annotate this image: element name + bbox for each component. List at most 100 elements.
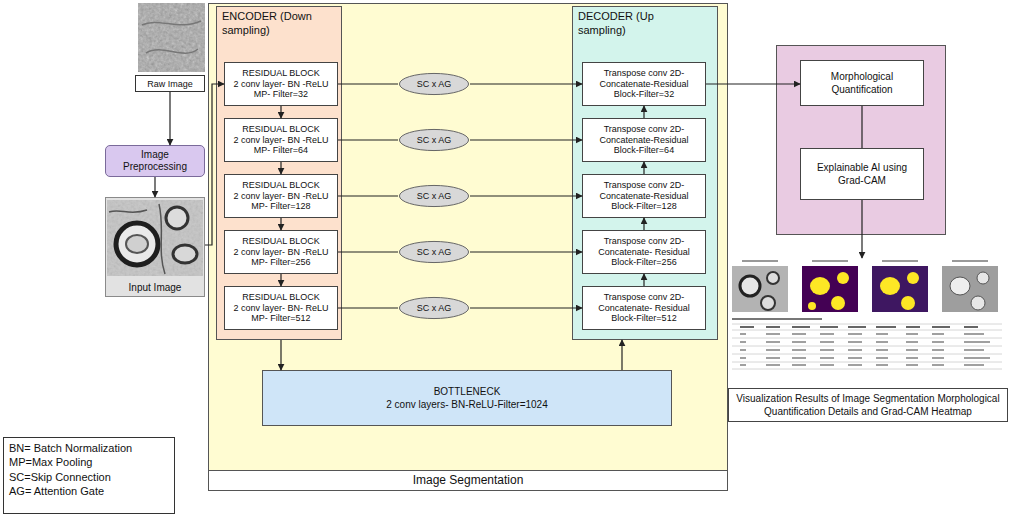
residual-block: RESIDUAL BLOCK2 conv layer- BN- ReLUMP- …	[224, 286, 338, 330]
node-subtext: MP- Filter=64	[254, 145, 308, 156]
residual-block: RESIDUAL BLOCK2 conv layer- BN -ReLUMP- …	[224, 118, 338, 162]
node-text: RESIDUAL BLOCK	[242, 292, 320, 303]
mitochondrion	[166, 207, 188, 229]
node-text: ENCODER (Down sampling)	[222, 10, 336, 38]
image-ground	[107, 200, 203, 276]
attention-gate: SC x AG	[398, 184, 470, 208]
node-text: SC x AG	[417, 135, 452, 145]
process-box: Explainable AI using Grad-CAM	[800, 148, 924, 200]
connector-arrow	[643, 274, 644, 286]
node-subtext: 2 conv layer- BN -ReLU	[233, 135, 328, 146]
connector-arrow	[470, 83, 582, 84]
image-ground	[138, 3, 205, 72]
connector-arrow	[338, 83, 398, 84]
image-panel: Input Image	[105, 197, 205, 297]
residual-block: RESIDUAL BLOCK2 conv layer- BN -ReLUMP- …	[224, 230, 338, 274]
node-text: RESIDUAL BLOCK	[242, 68, 320, 79]
image-label: Raw Image	[135, 75, 205, 92]
ellipse-shape	[399, 185, 468, 206]
node-text: Input Image	[129, 282, 182, 293]
node-subtext: AG= Attention Gate	[9, 484, 169, 498]
results-panel: Visualization Results of Image Segmentat…	[728, 258, 1008, 422]
bottleneck-box: BOTTLENECK2 conv layers- BN-ReLU-Filter=…	[262, 370, 672, 426]
mitochondrion	[116, 223, 158, 265]
connector-arrow	[643, 162, 644, 174]
node-subtext: MP=Max Pooling	[9, 455, 169, 469]
raw-image	[138, 3, 205, 72]
mask-image	[802, 266, 858, 312]
node-text: RESIDUAL BLOCK	[242, 236, 320, 247]
connector-arrow	[154, 177, 155, 197]
attention-gate: SC x AG	[398, 296, 470, 320]
results-illustration	[728, 258, 1006, 370]
node-text: Explainable AI using Grad-CAM	[805, 161, 919, 187]
node-text: Transpose conv 2D- Concatenate- Residual…	[588, 236, 700, 268]
results-table	[732, 318, 1002, 369]
connector-arrow	[470, 307, 582, 308]
connector-arrow	[338, 307, 398, 308]
node-text: Image Preprocessing	[110, 149, 200, 174]
connector-arrow	[169, 92, 170, 145]
node-text: Transpose conv 2D- Concatenate-Residual …	[588, 68, 700, 100]
ellipse-shape	[399, 297, 468, 318]
process-box: Image Preprocessing	[105, 145, 205, 177]
node-text: RESIDUAL BLOCK	[242, 180, 320, 191]
connector-arrow	[643, 106, 644, 118]
attention-gate: SC x AG	[398, 128, 470, 152]
connector-arrow	[643, 218, 644, 230]
ellipse-shape	[399, 241, 468, 262]
mitochondrion-core	[126, 235, 148, 253]
node-text: RESIDUAL BLOCK	[242, 124, 320, 135]
connector-arrow	[706, 83, 800, 84]
connector-arrow	[338, 195, 398, 196]
connector-arrow	[470, 139, 582, 140]
connector-arrow	[280, 274, 281, 286]
connector-arrow	[205, 84, 224, 245]
node-subtext: 2 conv layer- BN -ReLU	[233, 247, 328, 258]
decoder-block: Transpose conv 2D- Concatenate-Residual …	[582, 62, 706, 106]
node-text: SC x AG	[417, 191, 452, 201]
ellipse-shape	[399, 129, 468, 150]
encoder-panel: ENCODER (Down sampling)RESIDUAL BLOCK2 c…	[216, 6, 342, 340]
node-text: SC x AG	[417, 303, 452, 313]
connector-arrow	[280, 162, 281, 174]
membrane	[109, 204, 165, 274]
node-subtext: MP- Filter=256	[251, 257, 310, 268]
gradcam-image	[942, 266, 998, 312]
em-image	[732, 266, 788, 312]
attention-gate: SC x AG	[398, 72, 470, 96]
connector-arrow	[621, 340, 622, 370]
node-text: DECODER (Up sampling)	[578, 10, 696, 38]
node-text: Visualization Results of Image Segmentat…	[728, 388, 1008, 422]
node-subtext: MP- Filter=32	[254, 89, 308, 100]
node-text: SC x AG	[417, 247, 452, 257]
decoder-block: Transpose conv 2D- Concatenate- Residual…	[582, 286, 706, 330]
prediction-image	[872, 266, 928, 312]
input-image	[107, 200, 203, 276]
connector-arrow	[861, 200, 862, 258]
node-text: Image Segmentation	[209, 470, 727, 490]
residual-block: RESIDUAL BLOCK2 conv layer- BN -ReLUMP- …	[224, 174, 338, 218]
connector-arrow	[338, 139, 398, 140]
decoder-block: Transpose conv 2D- Concatenate-Residual …	[582, 118, 706, 162]
node-subtext: MP- Filter=128	[251, 201, 310, 212]
legend-box: BN= Batch NormalizationMP=Max PoolingSC=…	[3, 437, 175, 514]
tiny-title-bars	[742, 260, 988, 262]
ellipse-shape	[399, 73, 468, 94]
node-text: Morphological Quantification	[805, 70, 919, 96]
connector-arrow	[470, 251, 582, 252]
node-text: Transpose conv 2D- Concatenate-Residual …	[588, 180, 700, 212]
decoder-block: Transpose conv 2D- Concatenate- Residual…	[582, 230, 706, 274]
decoder-block: Transpose conv 2D- Concatenate-Residual …	[582, 174, 706, 218]
node-text: SC x AG	[417, 79, 452, 89]
node-subtext: MP- Filter=512	[251, 313, 310, 324]
node-subtext: SC=Skip Connection	[9, 470, 169, 484]
connector-arrow	[280, 340, 281, 370]
connector-arrow	[470, 195, 582, 196]
node-subtext: 2 conv layer- BN -ReLU	[233, 79, 328, 90]
process-box: Morphological Quantification	[800, 60, 924, 106]
attention-gate: SC x AG	[398, 240, 470, 264]
node-text: Raw Image	[147, 79, 193, 89]
decoder-panel: DECODER (Up sampling) Transpose conv 2D- …	[572, 6, 718, 340]
